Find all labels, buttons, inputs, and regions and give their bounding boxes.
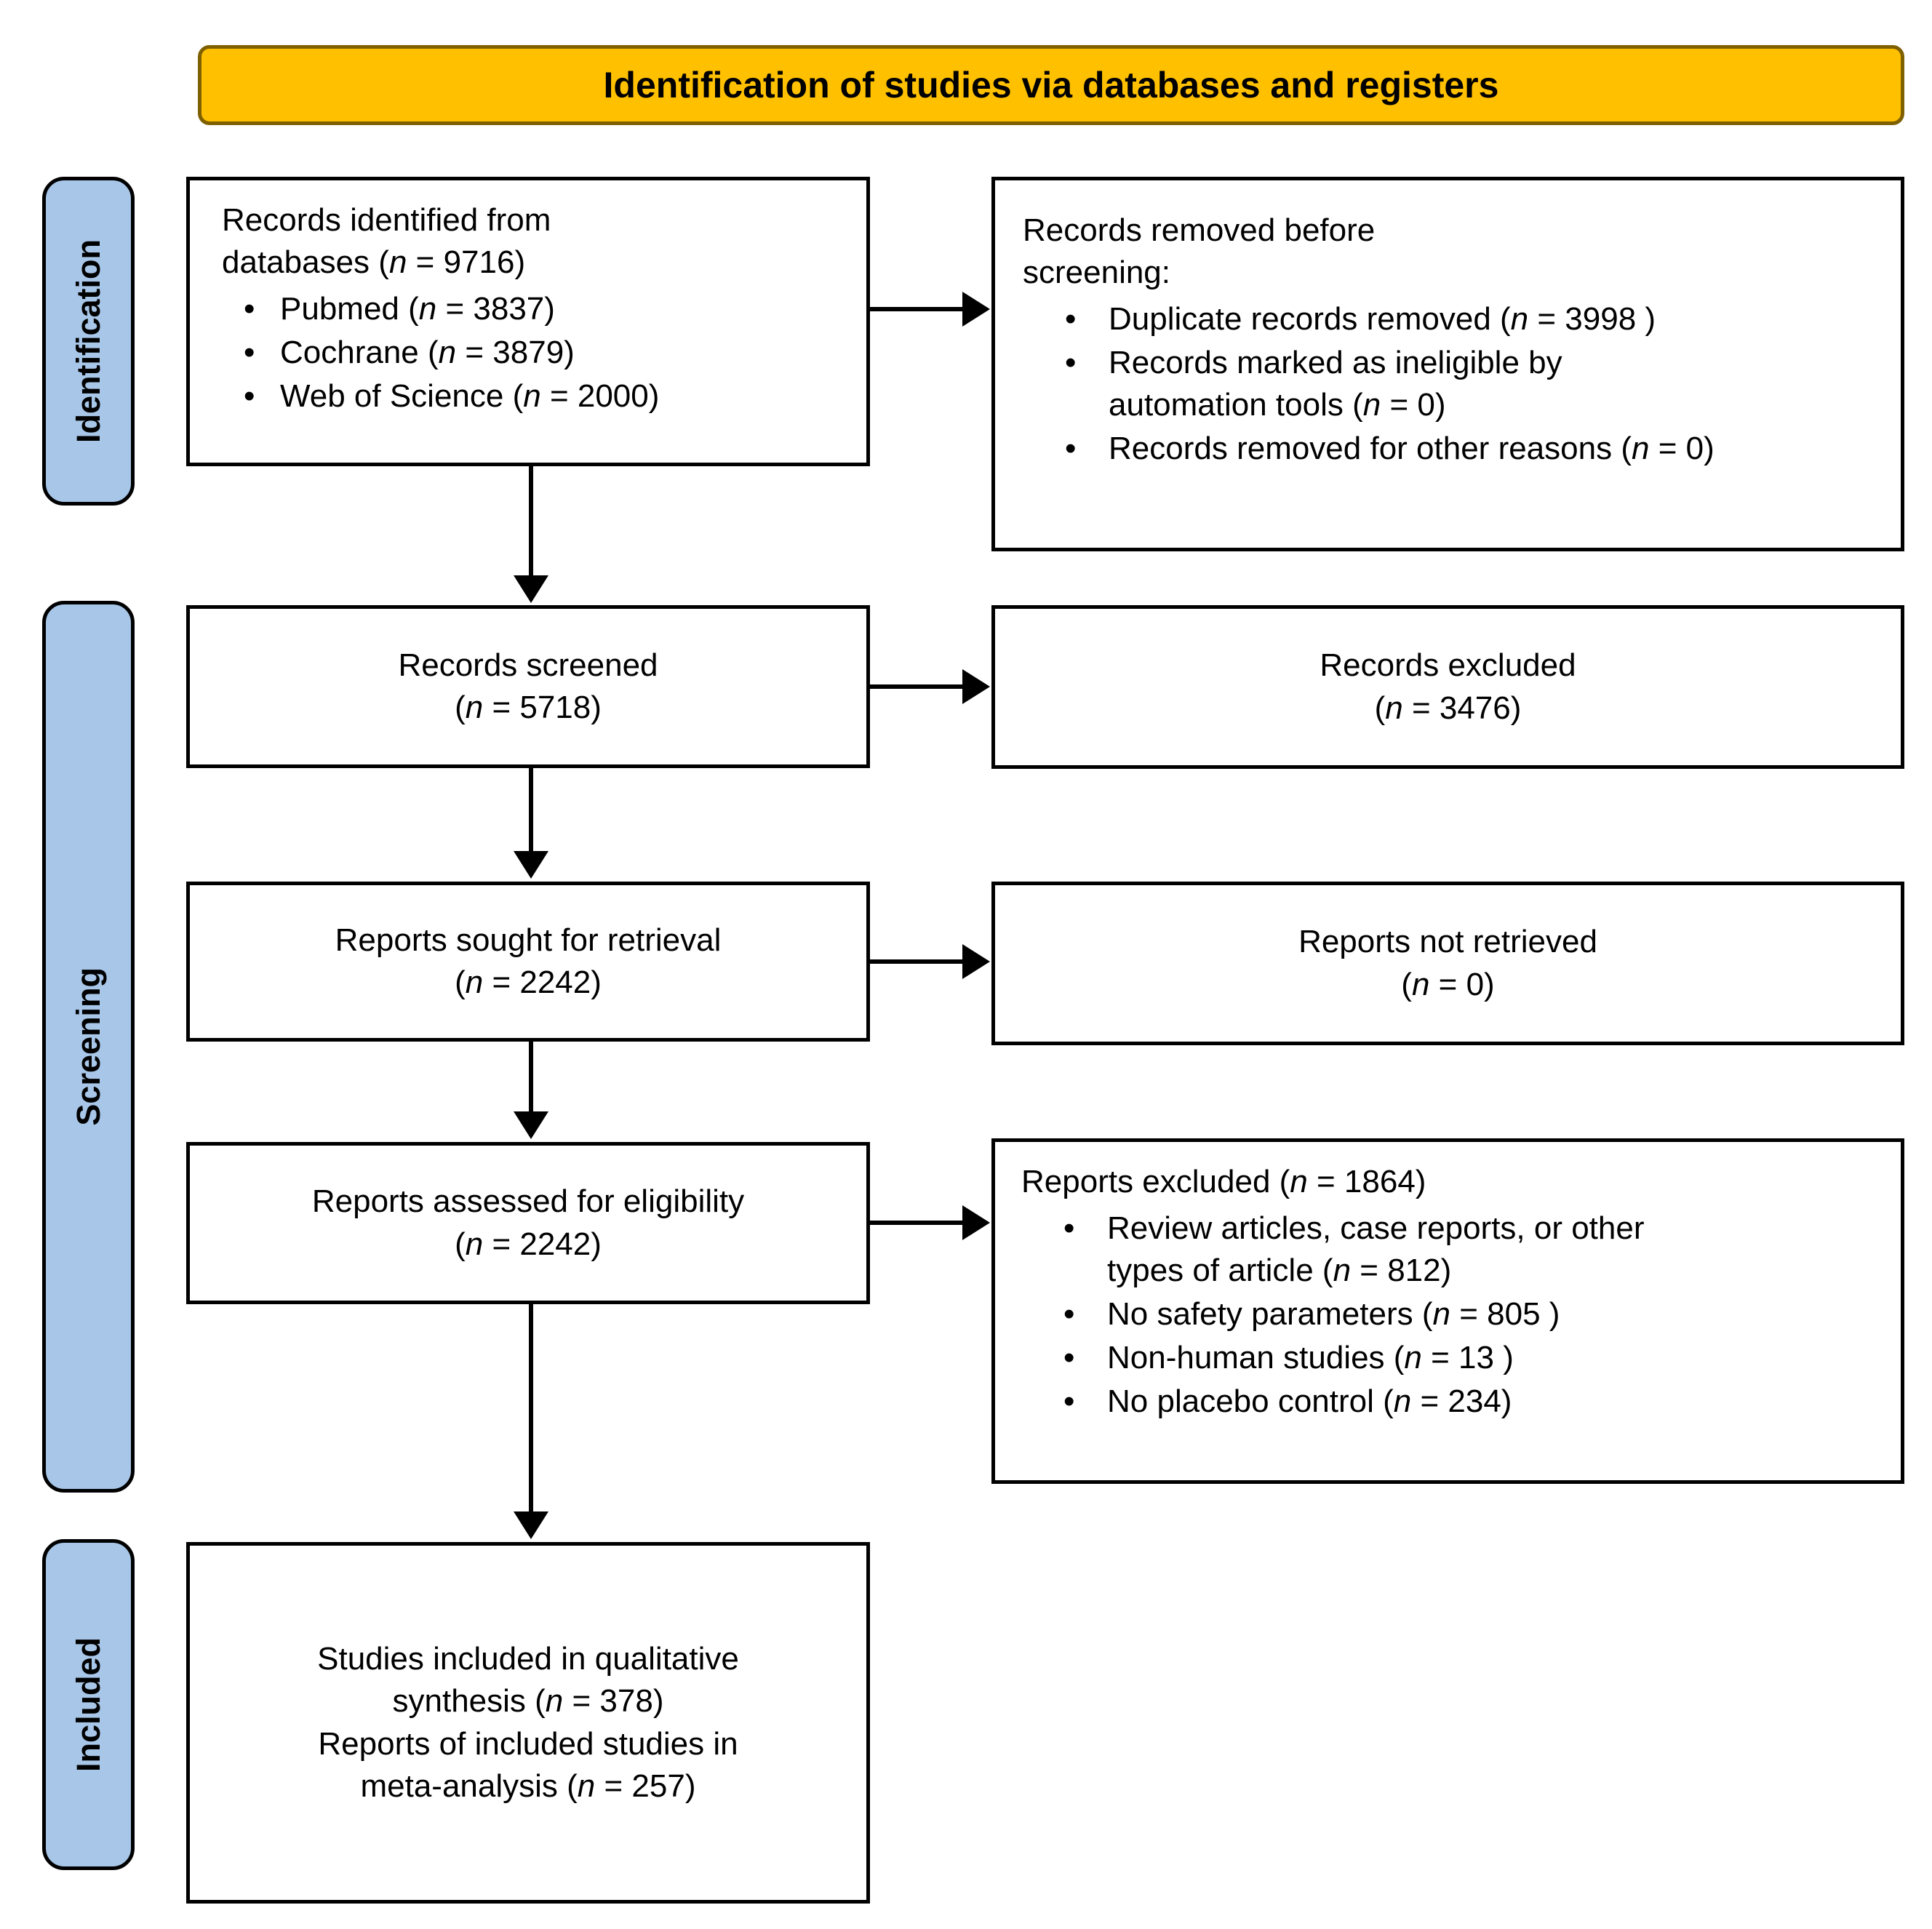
reports-sought-line2: (n = 2242) — [455, 964, 602, 1000]
banner-title-text: Identification of studies via databases … — [603, 65, 1499, 105]
records-identified-title: Records identified from databases (n = 9… — [222, 202, 551, 281]
reports-not-retrieved-line1: Reports not retrieved — [1298, 924, 1597, 960]
box-reports-excluded: Reports excluded (n = 1864) Review artic… — [991, 1138, 1904, 1484]
stage-screening: Screening — [42, 601, 135, 1493]
reports-assessed-line1: Reports assessed for eligibility — [311, 1183, 745, 1220]
arrow-screened-to-sought-head — [514, 851, 548, 879]
stage-identification: Identification — [42, 177, 135, 506]
arrow-screened-to-excluded-line — [867, 684, 965, 689]
arrow-assessed-to-included-head — [514, 1511, 548, 1539]
bullet-removed-other-reasons: Records removed for other reasons (n = 0… — [1023, 428, 1875, 470]
records-screened-line1: Records screened — [398, 647, 658, 683]
arrow-sought-to-notretrieved-head — [962, 944, 990, 979]
bullet-no-placebo-control: No placebo control (n = 234) — [1021, 1381, 1879, 1423]
studies-included-line2: Reports of included studies in meta-anal… — [318, 1725, 738, 1804]
reports-not-retrieved-line2: (n = 0) — [1401, 966, 1495, 1002]
arrow-assessed-to-reportsexcluded-line — [867, 1221, 965, 1225]
bullet-review-articles: Review articles, case reports, or other … — [1021, 1207, 1879, 1292]
box-records-removed: Records removed before screening: Duplic… — [991, 177, 1904, 551]
records-screened-line2: (n = 5718) — [455, 690, 602, 725]
arrow-sought-to-assessed-line — [529, 1042, 533, 1113]
box-reports-sought: Reports sought for retrieval (n = 2242) — [186, 882, 870, 1042]
arrow-identified-to-removed-line — [867, 307, 965, 311]
stage-identification-label: Identification — [69, 239, 107, 443]
arrow-identified-to-screened-line — [529, 466, 533, 577]
bullet-pubmed: Pubmed (n = 3837) — [222, 288, 845, 330]
arrow-sought-to-notretrieved-line — [867, 959, 965, 964]
stage-included-label: Included — [69, 1637, 107, 1772]
bullet-non-human-studies: Non-human studies (n = 13 ) — [1021, 1337, 1879, 1379]
records-removed-title: Records removed before screening: — [1023, 212, 1376, 291]
arrow-screened-to-excluded-head — [962, 669, 990, 704]
reports-excluded-title: Reports excluded (n = 1864) — [1021, 1164, 1426, 1199]
box-records-excluded: Records excluded (n = 3476) — [991, 605, 1904, 769]
reports-assessed-line2: (n = 2242) — [455, 1226, 602, 1262]
arrow-assessed-to-included-line — [529, 1304, 533, 1513]
box-reports-not-retrieved: Reports not retrieved (n = 0) — [991, 882, 1904, 1045]
banner-title: Identification of studies via databases … — [198, 45, 1904, 125]
box-reports-assessed: Reports assessed for eligibility (n = 22… — [186, 1142, 870, 1304]
arrow-identified-to-screened-head — [514, 575, 548, 603]
box-studies-included: Studies included in qualitative synthesi… — [186, 1542, 870, 1904]
arrow-assessed-to-reportsexcluded-head — [962, 1205, 990, 1240]
box-records-identified: Records identified from databases (n = 9… — [186, 177, 870, 466]
stage-included: Included — [42, 1539, 135, 1870]
records-excluded-line2: (n = 3476) — [1374, 690, 1522, 726]
records-removed-bullets: Duplicate records removed (n = 3998 ) Re… — [1023, 298, 1875, 470]
bullet-cochrane: Cochrane (n = 3879) — [222, 332, 845, 374]
bullet-duplicates-removed: Duplicate records removed (n = 3998 ) — [1023, 298, 1875, 340]
records-identified-bullets: Pubmed (n = 3837) Cochrane (n = 3879) We… — [222, 288, 845, 418]
arrow-identified-to-removed-head — [962, 292, 990, 327]
arrow-sought-to-assessed-head — [514, 1111, 548, 1139]
reports-sought-line1: Reports sought for retrieval — [335, 922, 722, 958]
studies-included-line1: Studies included in qualitative synthesi… — [317, 1641, 739, 1720]
records-excluded-line1: Records excluded — [1320, 647, 1576, 684]
bullet-ineligible-automation: Records marked as ineligible by automati… — [1023, 342, 1875, 426]
stage-screening-label: Screening — [69, 967, 107, 1126]
arrow-screened-to-sought-line — [529, 768, 533, 852]
bullet-no-safety-parameters: No safety parameters (n = 805 ) — [1021, 1293, 1879, 1335]
reports-excluded-bullets: Review articles, case reports, or other … — [1021, 1207, 1879, 1423]
box-records-screened: Records screened (n = 5718) — [186, 605, 870, 768]
bullet-web-of-science: Web of Science (n = 2000) — [222, 375, 845, 418]
